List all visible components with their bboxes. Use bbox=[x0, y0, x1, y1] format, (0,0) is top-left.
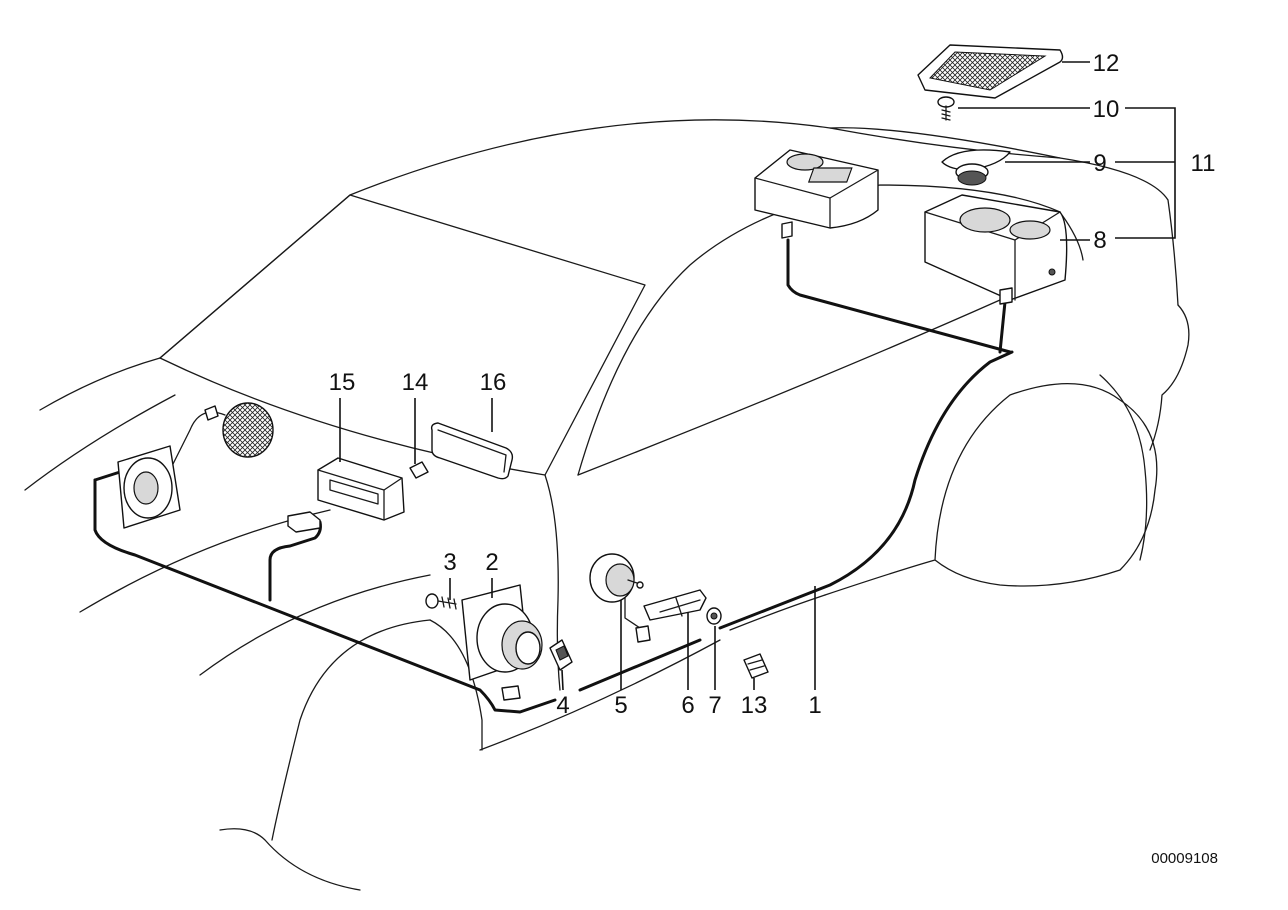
callout-labels: 1 2 3 4 5 6 7 8 9 10 11 12 13 14 15 16 bbox=[329, 50, 1216, 719]
callout-16: 16 bbox=[480, 369, 507, 396]
part-13-clip bbox=[743, 653, 769, 679]
callout-11: 11 bbox=[1191, 150, 1216, 177]
part-8-speaker-housing-right bbox=[924, 194, 1068, 305]
part-15-radio-mount bbox=[287, 457, 405, 533]
tweeter-grille bbox=[204, 402, 274, 458]
part-10-screw bbox=[937, 96, 955, 121]
callout-6: 6 bbox=[681, 692, 694, 719]
callout-15: 15 bbox=[329, 369, 356, 396]
callout-2: 2 bbox=[485, 549, 498, 576]
callout-12: 12 bbox=[1093, 50, 1120, 77]
callout-3: 3 bbox=[443, 549, 456, 576]
callout-1: 1 bbox=[808, 692, 821, 719]
part-5-tweeter bbox=[589, 553, 651, 643]
callout-9: 9 bbox=[1093, 150, 1106, 177]
callout-5: 5 bbox=[614, 692, 627, 719]
leader-lines bbox=[339, 61, 1176, 691]
part-16-panel bbox=[430, 422, 514, 480]
front-left-speaker bbox=[117, 445, 181, 529]
part-6-bracket bbox=[643, 589, 707, 621]
part-3-screw bbox=[425, 593, 457, 610]
wiring-harness bbox=[93, 238, 1014, 714]
callout-10: 10 bbox=[1093, 96, 1120, 123]
callout-4: 4 bbox=[556, 692, 569, 719]
part-8-speaker-housing-left bbox=[754, 149, 879, 239]
diagram-code: 00009108 bbox=[1151, 850, 1218, 867]
part-4-clip bbox=[549, 639, 573, 671]
part-12-rear-grille bbox=[917, 44, 1064, 99]
callout-7: 7 bbox=[708, 692, 721, 719]
callout-14: 14 bbox=[402, 369, 429, 396]
car-body-outline bbox=[24, 119, 1190, 891]
part-7-nut bbox=[706, 607, 722, 625]
part-9-rear-speaker bbox=[941, 149, 1011, 186]
callout-13: 13 bbox=[741, 692, 768, 719]
callout-8: 8 bbox=[1093, 227, 1106, 254]
part-14-plug bbox=[409, 461, 429, 479]
part-2-door-speaker bbox=[461, 584, 543, 701]
